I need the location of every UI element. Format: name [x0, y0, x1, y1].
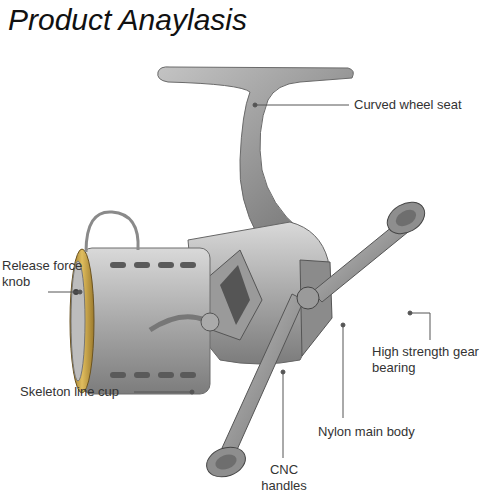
handle-knob [202, 442, 249, 482]
part-label: Nylon main body [318, 424, 448, 440]
handle-hub [297, 287, 319, 309]
bail-arm [150, 317, 205, 330]
handle-knob [382, 196, 431, 240]
leader-lines [48, 103, 430, 458]
rotor-window [220, 265, 250, 325]
wheel-seat [158, 67, 354, 236]
part-label: Release force knob [2, 258, 88, 290]
bail-wire [86, 212, 138, 252]
page-title: Product Anaylasis [8, 2, 247, 38]
drag-face [71, 261, 85, 381]
cup-holes [110, 262, 196, 378]
part-label: Skeleton line cup [20, 384, 132, 400]
part-label: High strength gear bearing [372, 344, 494, 376]
handle-arm [222, 294, 304, 452]
part-label: Curved wheel seat [354, 97, 494, 113]
line-cup [82, 248, 210, 394]
part-label: CNC handles [256, 462, 312, 494]
roller [201, 313, 219, 331]
handle-knob [393, 206, 419, 229]
handle-knob [213, 452, 238, 473]
handle-arm [312, 222, 408, 302]
